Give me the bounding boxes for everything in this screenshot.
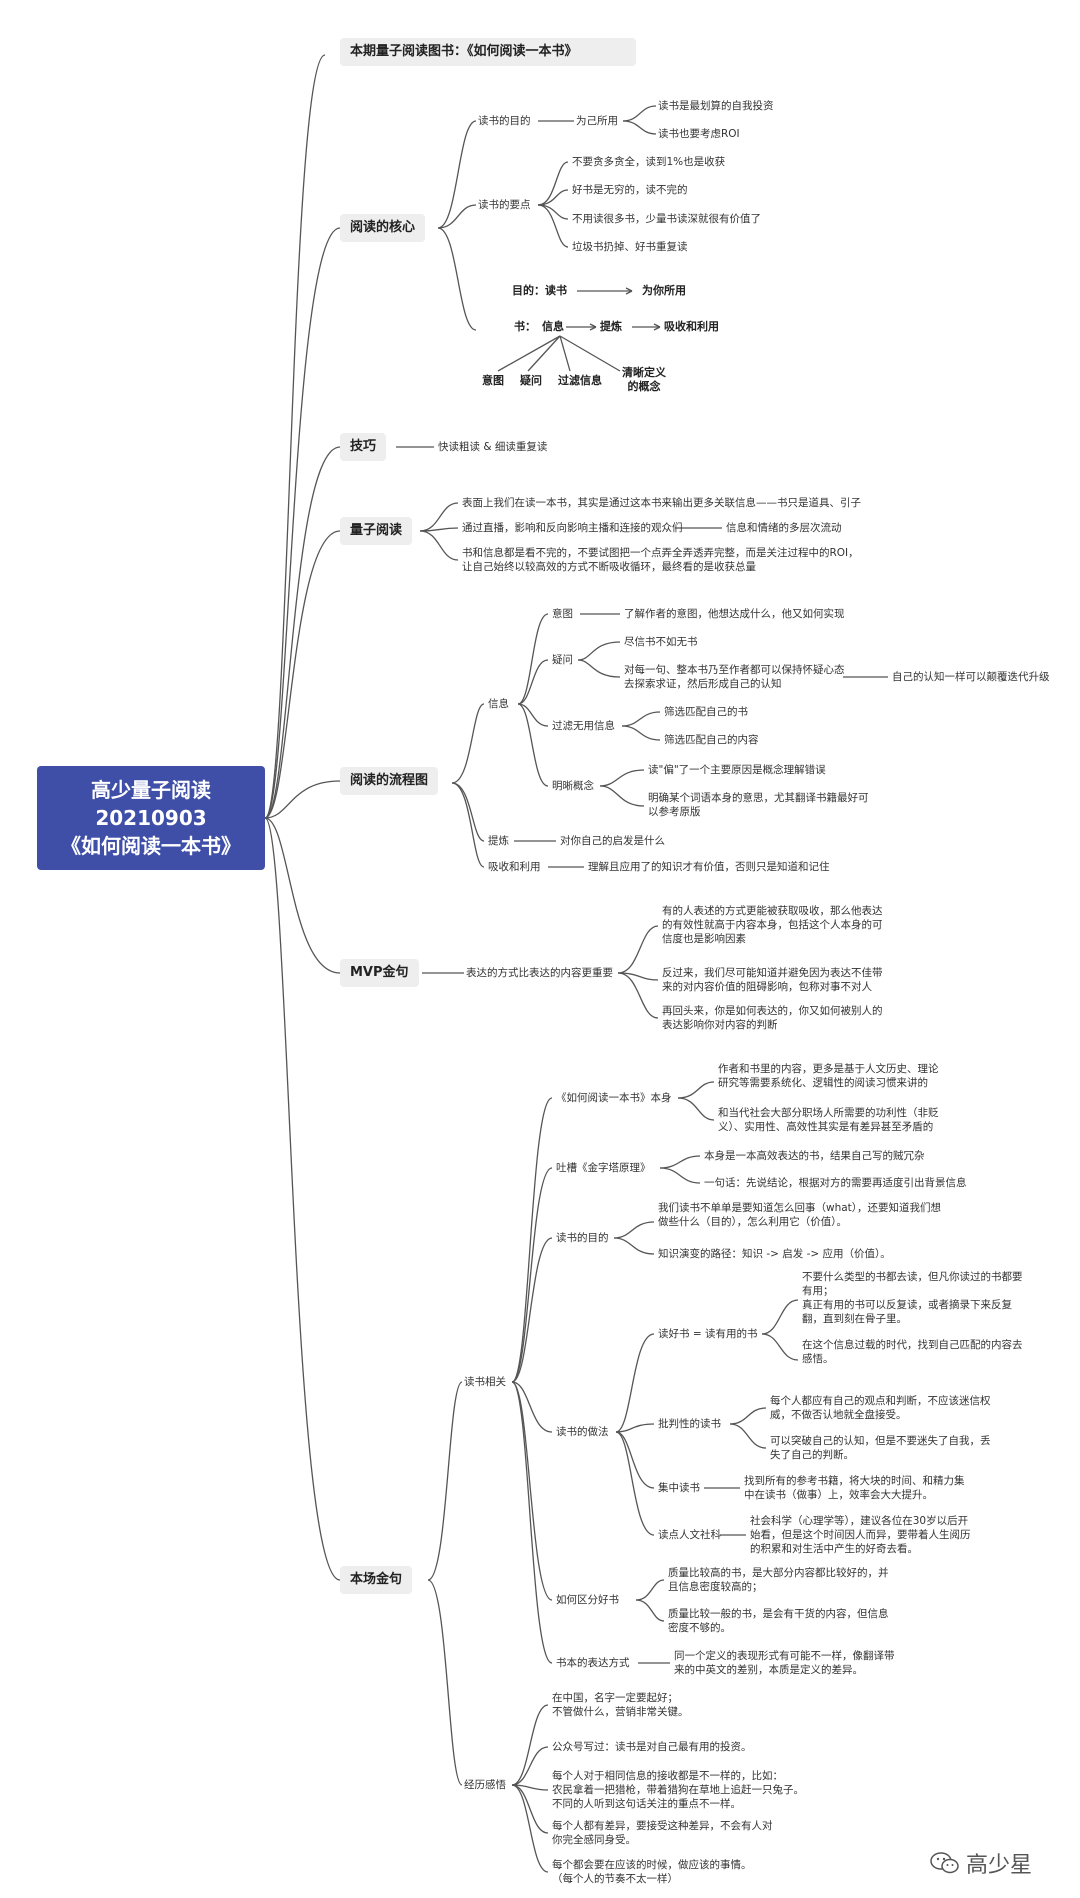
quotes-bs-1[interactable]: 作者和书里的内容，更多是基于人文历史、理论 研究等需要系统化、逻辑性的阅读习惯来… [718, 1063, 939, 1089]
flow-intent-text[interactable]: 了解作者的意图，他想达成什么，他又如何实现 [624, 608, 845, 620]
core-point-3[interactable]: 不用读很多书，少量书读深就很有价值了 [572, 213, 761, 225]
quotes-py-2[interactable]: 一句话：先说结论，根据对方的需要再适度引出背景信息 [704, 1177, 967, 1189]
flow-doubt-2[interactable]: 对每一句、整本书乃至作者都可以保持怀疑心态 去探索求证，然后形成自己的认知 [624, 664, 845, 690]
diagram-filter: 过滤信息 [558, 374, 602, 387]
quotes-reading[interactable]: 读书相关 [464, 1376, 506, 1388]
branch-flow[interactable]: 阅读的流程图 [340, 767, 439, 795]
diagram-book-label: 书： [514, 320, 536, 333]
quotes-book-self[interactable]: 《如何阅读一本书》本身 [556, 1092, 672, 1104]
flow-refine-text[interactable]: 对你自己的启发是什么 [560, 835, 665, 847]
quotes-distinguish-2[interactable]: 质量比较一般的书，是会有干货的内容，但信息 密度不够的。 [668, 1608, 889, 1634]
quotes-distinguish[interactable]: 如何区分好书 [556, 1594, 619, 1606]
quotes-py-1[interactable]: 本身是一本高效表达的书，结果自己写的贼冗杂 [704, 1150, 925, 1162]
quotes-focus-1[interactable]: 找到所有的参考书籍，将大块的时间、和精力集 中在读书（做事）上，效率会大大提升。 [744, 1475, 965, 1501]
quotes-pu-1[interactable]: 我们读书不单单是要知道怎么回事（what），还要知道我们想 做些什么（目的），怎… [658, 1202, 942, 1228]
core-point-4[interactable]: 垃圾书扔掉、好书重复读 [572, 241, 688, 253]
diagram-goal-target: 为你所用 [642, 284, 686, 297]
quantum-point-2[interactable]: 通过直播，影响和反向影响主播和连接的观众们 [462, 522, 683, 534]
skill-text[interactable]: 快读粗读 & 细读重复读 [438, 441, 548, 453]
quotes-good-2[interactable]: 在这个信息过载的时代，找到自己匹配的内容去 感悟。 [802, 1339, 1023, 1365]
quantum-point-2b[interactable]: 信息和情绪的多层次流动 [726, 522, 842, 534]
core-invest[interactable]: 读书是最划算的自我投资 [658, 100, 774, 112]
flow-doubt-3[interactable]: 自己的认知一样可以颠覆迭代升级 [892, 671, 1050, 683]
quotes-bs-2[interactable]: 和当代社会大部分职场人所需要的功利性（非贬 义）、实用性、高效性其实是有差异甚至… [718, 1107, 939, 1133]
quantum-point-1[interactable]: 表面上我们在读一本书，其实是通过这本书来输出更多关联信息——书只是道具、引子 [462, 497, 861, 509]
core-for-use[interactable]: 为己所用 [576, 115, 618, 127]
core-roi[interactable]: 读书也要考虑ROI [658, 128, 740, 140]
quotes-pu-2[interactable]: 知识演变的路径：知识 -> 启发 -> 应用（价值）。 [658, 1248, 891, 1260]
core-points[interactable]: 读书的要点 [478, 199, 531, 211]
quotes-expression-1[interactable]: 同一个定义的表现形式有可能不一样，像翻译带 来的中英文的差别，本质是定义的差异。 [674, 1650, 895, 1676]
flow-doubt[interactable]: 疑问 [552, 654, 573, 666]
flow-absorb[interactable]: 吸收和利用 [488, 861, 541, 873]
mvp-point-3[interactable]: 再回头来，你是如何表达的，你又如何被别人的 表达影响你对内容的判断 [662, 1005, 883, 1031]
quotes-distinguish-1[interactable]: 质量比较高的书，是大部分内容都比较好的，并 且信息密度较高的； [668, 1567, 889, 1593]
quotes-focus[interactable]: 集中读书 [658, 1482, 700, 1494]
diagram-concept: 清晰定义 的概念 [622, 366, 666, 393]
quotes-critical-2[interactable]: 可以突破自己的认知，但是不要迷失了自我，丢 失了自己的判断。 [770, 1435, 991, 1461]
branch-quotes[interactable]: 本场金句 [340, 1566, 413, 1594]
quotes-good[interactable]: 读好书 = 读有用的书 [658, 1328, 758, 1340]
quantum-point-3[interactable]: 书和信息都是看不完的，不要试图把一个点弄全弄透弄完整，而是关注过程中的ROI， … [462, 547, 859, 573]
quotes-experience-2[interactable]: 公众号写过：读书是对自己最有用的投资。 [552, 1741, 752, 1753]
diagram-intent: 意图 [482, 374, 504, 387]
core-point-1[interactable]: 不要贪多贪全，读到1%也是收获 [572, 156, 726, 168]
quotes-critical-1[interactable]: 每个人都应有自己的观点和判断，不应该迷信权 威，不做否认地就全盘接受。 [770, 1395, 991, 1421]
diagram-doubt: 疑问 [520, 374, 542, 387]
flow-intent[interactable]: 意图 [552, 608, 573, 620]
core-point-2[interactable]: 好书是无穷的，读不完的 [572, 184, 688, 196]
flow-concept-2[interactable]: 明确某个词语本身的意思，尤其翻译书籍最好可 以参考原版 [648, 792, 869, 818]
watermark-text: 高少星 [966, 1853, 1033, 1878]
mvp-text[interactable]: 表达的方式比表达的内容更重要 [466, 967, 613, 979]
quotes-pyramid[interactable]: 吐槽《金字塔原理》 [556, 1162, 651, 1174]
root-date: 20210903 [95, 806, 207, 830]
flow-filter[interactable]: 过滤无用信息 [552, 720, 615, 732]
quotes-experience-1[interactable]: 在中国，名字一定要起好； 不管做什么，营销非常关键。 [552, 1692, 689, 1718]
quotes-good-1[interactable]: 不要什么类型的书都去读，但凡你读过的书都要 有用； 真正有用的书可以反复读，或者… [802, 1271, 1023, 1325]
flow-filter-1[interactable]: 筛选匹配自己的书 [664, 706, 748, 718]
root-book: 《如何阅读一本书》 [61, 834, 241, 858]
wechat-icon [930, 1852, 959, 1874]
quotes-humanities[interactable]: 读点人文社科 [658, 1529, 721, 1541]
diagram-info: 信息 [542, 320, 564, 333]
flow-filter-2[interactable]: 筛选匹配自己的内容 [664, 734, 759, 746]
quotes-expression[interactable]: 书本的表达方式 [556, 1657, 630, 1669]
flow-absorb-text[interactable]: 理解且应用了的知识才有价值，否则只是知道和记住 [588, 861, 830, 873]
flow-refine[interactable]: 提炼 [488, 835, 509, 847]
quotes-experience-3[interactable]: 每个人对于相同信息的接收都是不一样的，比如： 农民拿着一把猎枪，带着猎狗在草地上… [552, 1770, 804, 1810]
quotes-critical[interactable]: 批判性的读书 [658, 1418, 721, 1430]
flow-concept-1[interactable]: 读"偏"了一个主要原因是概念理解错误 [648, 764, 826, 776]
flow-concept[interactable]: 明晰概念 [552, 780, 594, 792]
branch-book[interactable]: 本期量子阅读图书：《如何阅读一本书》 [340, 38, 636, 66]
branch-quantum[interactable]: 量子阅读 [340, 517, 413, 545]
flow-info[interactable]: 信息 [488, 698, 509, 710]
quotes-experience[interactable]: 经历感悟 [464, 1779, 506, 1791]
quotes-experience-4[interactable]: 每个人都有差异，要接受这种差异，不会有人对 你完全感同身受。 [552, 1820, 773, 1846]
quotes-purpose[interactable]: 读书的目的 [556, 1232, 609, 1244]
diagram-absorb: 吸收和利用 [664, 320, 719, 333]
branch-mvp[interactable]: MVP金句 [340, 959, 419, 987]
mvp-point-2[interactable]: 反过来，我们尽可能知道并避免因为表达不佳带 来的对内容价值的阻碍影响，包称对事不… [662, 967, 883, 993]
quotes-experience-5[interactable]: 每个都会要在应该的时候，做应该的事情。 （每个人的节奏不太一样） [552, 1859, 752, 1885]
branch-skill[interactable]: 技巧 [340, 433, 387, 461]
root-title: 高少量子阅读 [91, 778, 211, 802]
core-purpose[interactable]: 读书的目的 [478, 115, 531, 127]
root-node[interactable]: 高少量子阅读 20210903 《如何阅读一本书》 [37, 766, 265, 870]
quotes-humanities-1[interactable]: 社会科学（心理学等），建议各位在30岁以后开 始看，但是这个时间因人而异，要带着… [750, 1515, 971, 1555]
diagram-goal-label: 目的：读书 [512, 284, 567, 297]
quotes-method[interactable]: 读书的做法 [556, 1426, 609, 1438]
watermark: 高少星 [930, 1847, 1032, 1879]
diagram-refine: 提炼 [600, 320, 622, 333]
mvp-point-1[interactable]: 有的人表述的方式更能被获取吸收，那么他表达 的有效性就高于内容本身，包括这个人本… [662, 905, 883, 945]
branch-core[interactable]: 阅读的核心 [340, 214, 426, 242]
flow-doubt-1[interactable]: 尽信书不如无书 [624, 636, 698, 648]
